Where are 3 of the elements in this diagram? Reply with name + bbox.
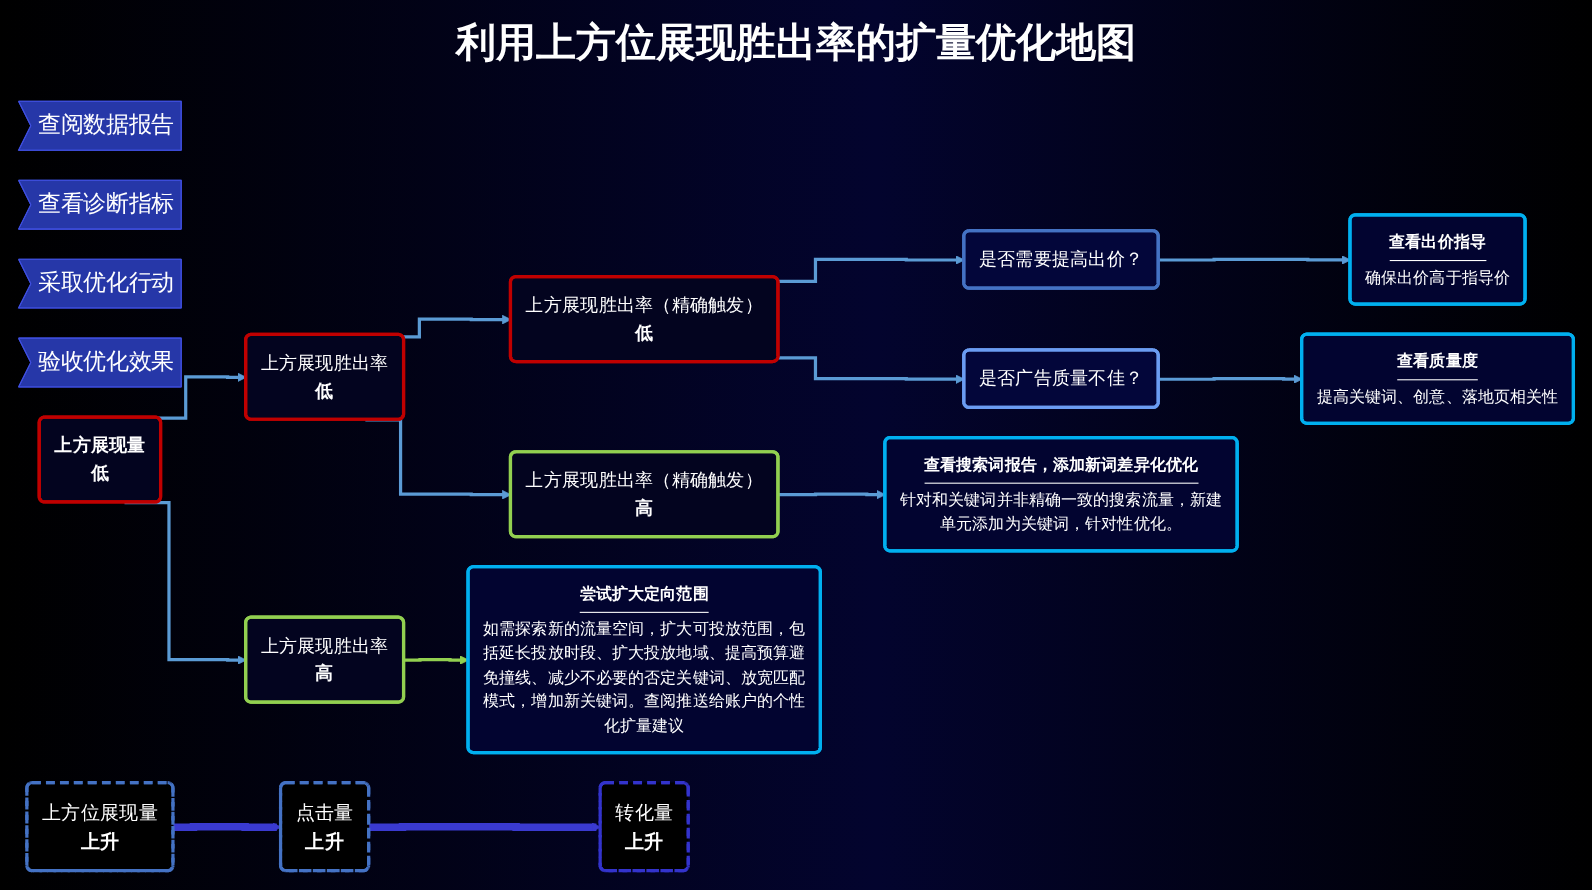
arrow [369,822,602,832]
diagram-title: 利用上方位展现胜出率的扩量优化地图 [456,18,1136,67]
arrow [173,822,282,832]
